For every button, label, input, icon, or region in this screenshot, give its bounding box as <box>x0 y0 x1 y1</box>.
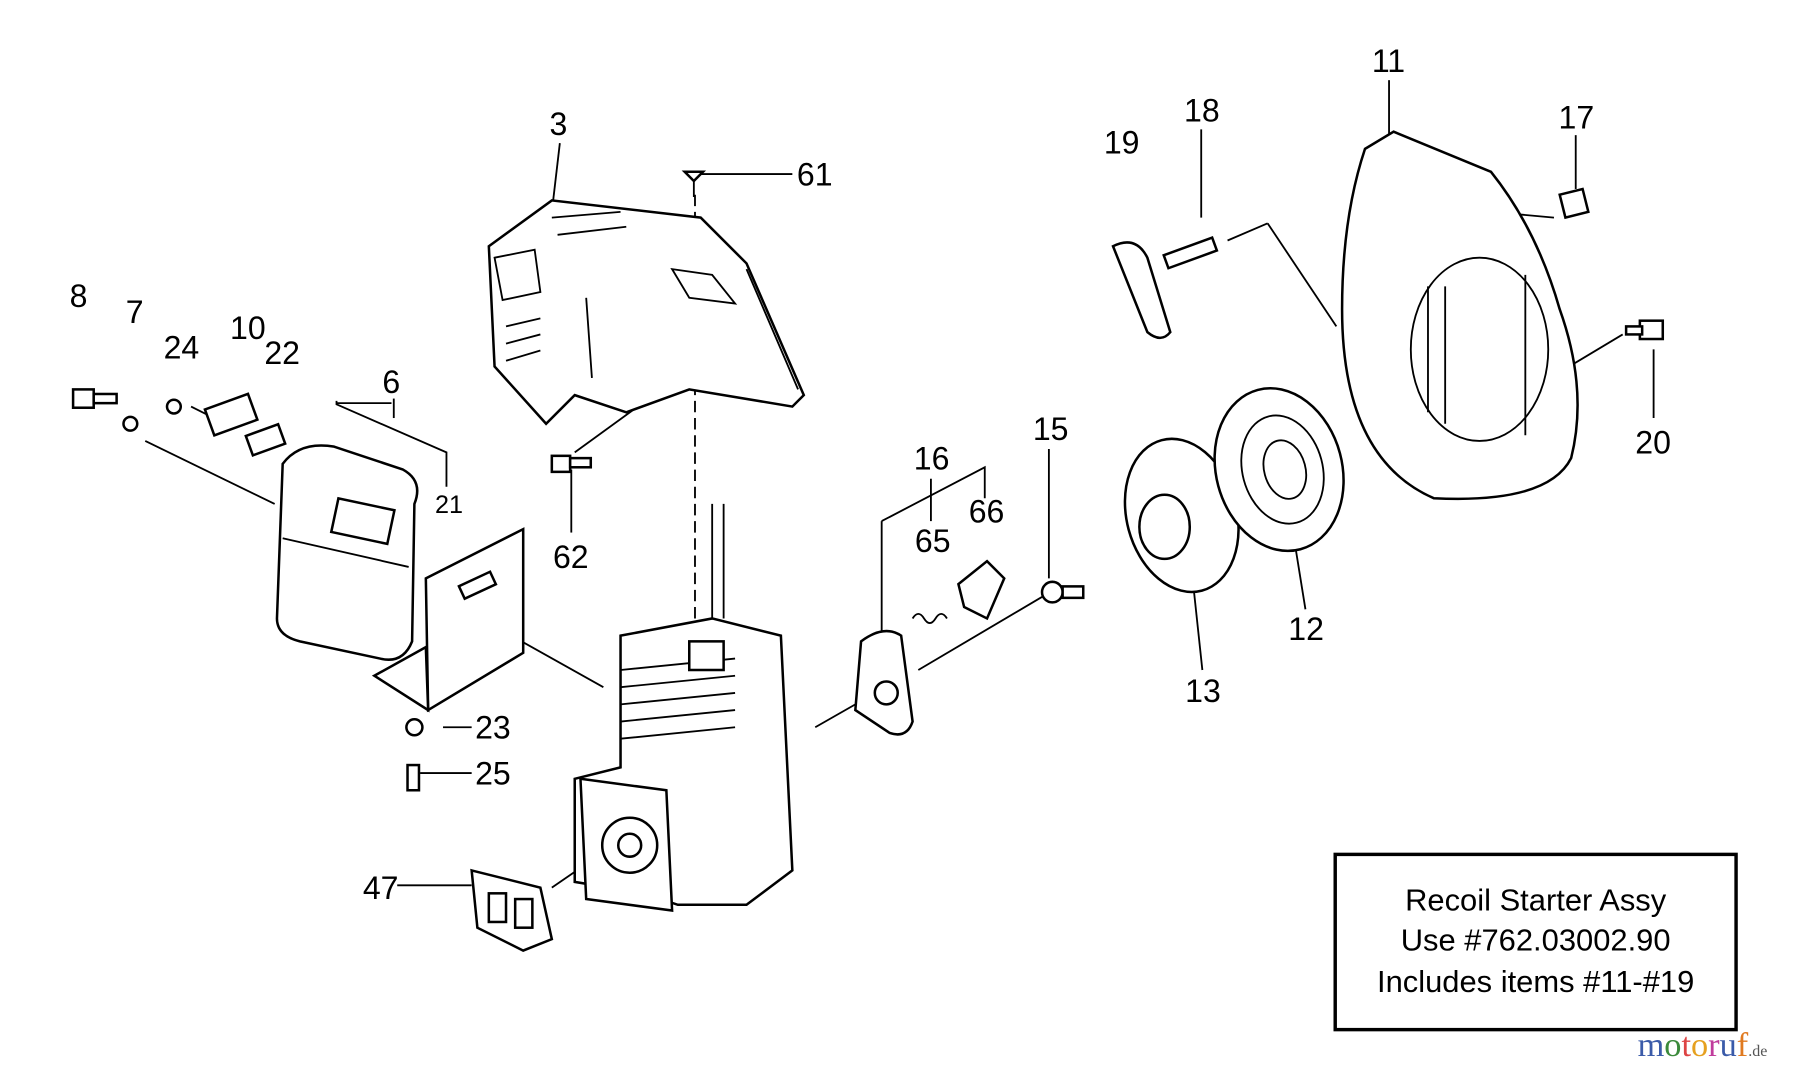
note-line-2: Use #762.03002.90 <box>1401 923 1671 958</box>
cover-part-3 <box>487 199 806 426</box>
label-62: 62 <box>553 539 589 575</box>
small-parts-right <box>1558 187 1665 341</box>
label-11: 11 <box>1372 43 1405 79</box>
part-47 <box>470 868 554 952</box>
label-3: 3 <box>550 106 568 142</box>
pulley-13-and-spring-12 <box>1123 387 1345 594</box>
label-25: 25 <box>475 756 511 792</box>
label-8: 8 <box>70 278 88 314</box>
label-12: 12 <box>1288 611 1324 647</box>
label-66: 66 <box>969 493 1005 529</box>
label-23: 23 <box>475 710 511 746</box>
label-6: 6 <box>382 364 400 400</box>
starter-housing-11 <box>1340 130 1579 501</box>
label-65: 65 <box>915 523 951 559</box>
watermark-logo: motoruf.de <box>1638 1026 1768 1064</box>
label-22: 22 <box>264 335 300 371</box>
screw-61 <box>681 170 707 197</box>
label-19: 19 <box>1104 124 1140 160</box>
label-18: 18 <box>1184 92 1220 128</box>
heat-shield-21 <box>371 527 525 713</box>
label-17: 17 <box>1559 99 1595 135</box>
label-47: 47 <box>363 870 399 906</box>
label-61: 61 <box>797 157 833 193</box>
label-15: 15 <box>1033 411 1069 447</box>
note-line-1: Recoil Starter Assy <box>1405 883 1667 918</box>
label-13: 13 <box>1185 673 1221 709</box>
handle-19-18 <box>1111 236 1219 340</box>
small-parts-left <box>71 388 593 792</box>
label-24: 24 <box>164 329 200 365</box>
label-20: 20 <box>1635 425 1671 461</box>
muffler <box>275 444 419 661</box>
label-7: 7 <box>126 294 144 330</box>
label-21: 21 <box>435 491 463 519</box>
ignition-parts <box>854 559 1085 736</box>
label-10: 10 <box>230 310 266 346</box>
label-16: 16 <box>914 441 950 477</box>
part-labels: 3 61 8 7 24 10 22 6 21 62 23 25 47 16 65… <box>70 43 1671 906</box>
engine-block <box>573 503 794 912</box>
note-line-3: Includes items #11-#19 <box>1377 964 1694 999</box>
recoil-starter-note-box: Recoil Starter Assy Use #762.03002.90 In… <box>1333 852 1738 1032</box>
